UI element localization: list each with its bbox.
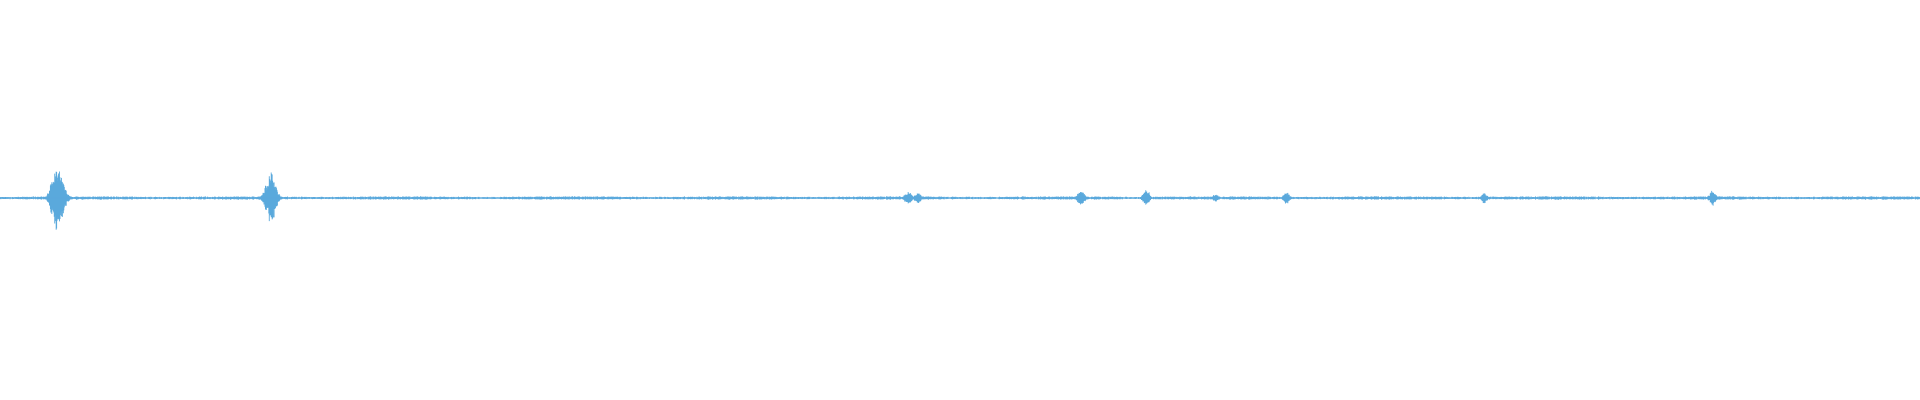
waveform-trace bbox=[0, 171, 1920, 230]
waveform-bars bbox=[0, 171, 1920, 230]
